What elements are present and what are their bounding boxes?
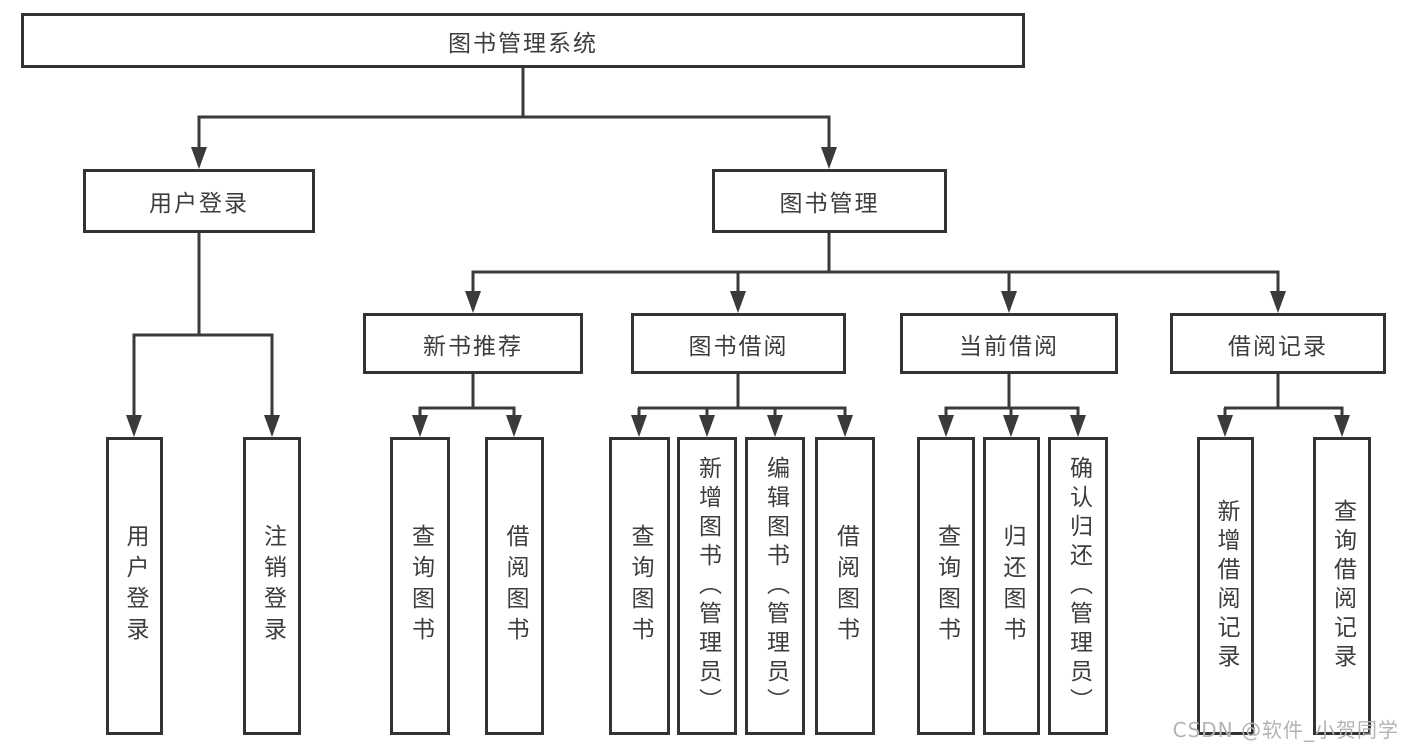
leaf-borrow-books-recommend-label: 借阅图书 xyxy=(502,524,528,648)
connector-new-book-branch xyxy=(412,374,522,437)
node-book-borrow-label: 图书借阅 xyxy=(688,333,789,360)
node-user-login: 用户登录 xyxy=(83,169,315,233)
node-new-book-recommend-label: 新书推荐 xyxy=(423,333,523,360)
connector-current-borrow-branch xyxy=(938,374,1086,437)
node-new-book-recommend: 新书推荐 xyxy=(363,313,583,374)
node-book-borrow: 图书借阅 xyxy=(631,313,846,374)
node-root-system: 图书管理系统 xyxy=(21,13,1025,68)
leaf-borrow-books: 借阅图书 xyxy=(815,437,875,735)
leaf-query-books-recommend: 查询图书 xyxy=(390,437,450,735)
leaf-query-borrow-record: 查询借阅记录 xyxy=(1313,437,1371,735)
connector-book-borrow-branch xyxy=(631,374,853,437)
leaf-add-borrow-record: 新增借阅记录 xyxy=(1197,437,1254,735)
leaf-user-login-label: 用户登录 xyxy=(122,524,148,648)
leaf-logout: 注销登录 xyxy=(243,437,301,735)
connector-book-mgmt-branch xyxy=(465,233,1286,313)
leaf-query-borrow-record-label: 查询借阅记录 xyxy=(1329,499,1356,673)
node-borrow-records-label: 借阅记录 xyxy=(1228,333,1328,360)
leaf-edit-books-admin-label: 编辑图书（管理员） xyxy=(762,455,789,717)
node-current-borrow-label: 当前借阅 xyxy=(959,333,1059,360)
leaf-logout-label: 注销登录 xyxy=(259,524,286,648)
node-user-login-label: 用户登录 xyxy=(149,191,249,217)
leaf-edit-books-admin: 编辑图书（管理员） xyxy=(745,437,805,735)
node-book-management-label: 图书管理 xyxy=(779,191,880,217)
leaf-query-books-borrow: 查询图书 xyxy=(609,437,670,735)
leaf-add-books-admin: 新增图书（管理员） xyxy=(677,437,737,735)
leaf-add-books-admin-label: 新增图书（管理员） xyxy=(694,455,721,717)
leaf-return-books: 归还图书 xyxy=(983,437,1040,735)
leaf-query-books-recommend-label: 查询图书 xyxy=(407,524,434,648)
connector-root-to-level2 xyxy=(191,68,837,169)
leaf-user-login: 用户登录 xyxy=(106,437,163,735)
csdn-watermark: CSDN @软件_小贺同学 xyxy=(1172,718,1399,742)
connector-borrow-records-branch xyxy=(1217,374,1350,437)
leaf-borrow-books-recommend: 借阅图书 xyxy=(485,437,544,735)
leaf-query-books-current: 查询图书 xyxy=(917,437,975,735)
leaf-return-books-label: 归还图书 xyxy=(999,524,1025,648)
leaf-confirm-return-admin: 确认归还（管理员） xyxy=(1048,437,1108,735)
leaf-confirm-return-admin-label: 确认归还（管理员） xyxy=(1065,455,1092,717)
node-book-management: 图书管理 xyxy=(712,169,947,233)
node-borrow-records: 借阅记录 xyxy=(1170,313,1386,374)
leaf-add-borrow-record-label: 新增借阅记录 xyxy=(1213,499,1239,673)
connector-user-login-branch xyxy=(126,233,280,437)
node-root-label: 图书管理系统 xyxy=(448,30,598,57)
leaf-query-books-current-label: 查询图书 xyxy=(933,524,960,648)
node-current-borrow: 当前借阅 xyxy=(900,313,1118,374)
leaf-borrow-books-label: 借阅图书 xyxy=(832,524,859,648)
leaf-query-books-borrow-label: 查询图书 xyxy=(627,524,653,648)
